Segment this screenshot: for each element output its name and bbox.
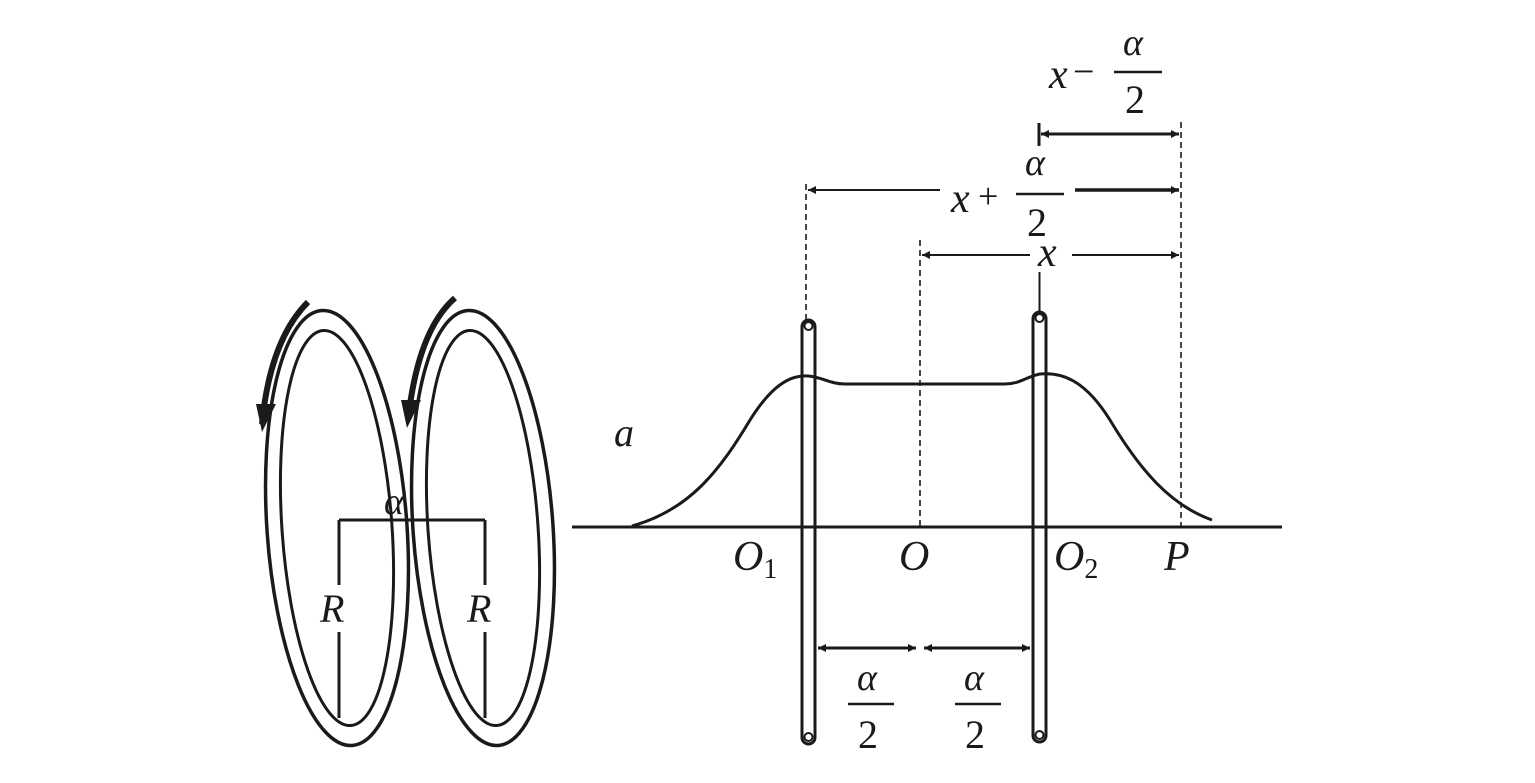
dimension-x-plus-half-a: x + α 2 bbox=[808, 142, 1179, 245]
dim-x-plus-num: α bbox=[1025, 142, 1046, 184]
coil-o1-section bbox=[800, 318, 817, 746]
dim-x-plus-op: + bbox=[978, 176, 998, 216]
point-o1-label: O1 bbox=[733, 534, 777, 585]
half-left-num: α bbox=[857, 657, 878, 699]
current-arrowhead-icon bbox=[256, 404, 276, 432]
right-coil bbox=[409, 308, 557, 748]
right-radius-label: R bbox=[466, 586, 491, 631]
dimension-half-a-left: α 2 bbox=[818, 644, 916, 757]
half-left-den: 2 bbox=[858, 712, 878, 757]
dim-x-minus-var: x bbox=[1048, 52, 1068, 98]
point-p-label: P bbox=[1163, 534, 1190, 580]
point-o-label: O bbox=[899, 534, 929, 580]
dimension-half-a-right: α 2 bbox=[924, 644, 1030, 757]
current-arrowhead-icon bbox=[401, 400, 421, 428]
point-o2-label: O2 bbox=[1054, 534, 1098, 585]
curve-label: a bbox=[614, 410, 634, 455]
field-curve bbox=[631, 372, 1213, 528]
coil-o2-section bbox=[1031, 272, 1048, 744]
coil-pair: α R R bbox=[256, 295, 557, 748]
dim-x-minus-op: − bbox=[1073, 51, 1094, 93]
dimension-x-minus-half-a: x − α 2 bbox=[1037, 22, 1179, 146]
separation-label: α bbox=[384, 481, 405, 523]
dim-x-label: x bbox=[1037, 230, 1057, 276]
half-right-num: α bbox=[964, 657, 985, 699]
dim-x-minus-den: 2 bbox=[1125, 77, 1145, 122]
left-coil bbox=[263, 308, 411, 748]
dim-x-plus-var: x bbox=[950, 176, 970, 222]
dimension-x: x bbox=[922, 230, 1179, 276]
dim-x-plus-den: 2 bbox=[1027, 200, 1047, 245]
dim-x-minus-num: α bbox=[1123, 22, 1144, 64]
field-profile: a O1 O O2 P x − α 2 x + α 2 bbox=[572, 22, 1282, 757]
half-right-den: 2 bbox=[965, 712, 985, 757]
left-radius-label: R bbox=[319, 586, 344, 631]
